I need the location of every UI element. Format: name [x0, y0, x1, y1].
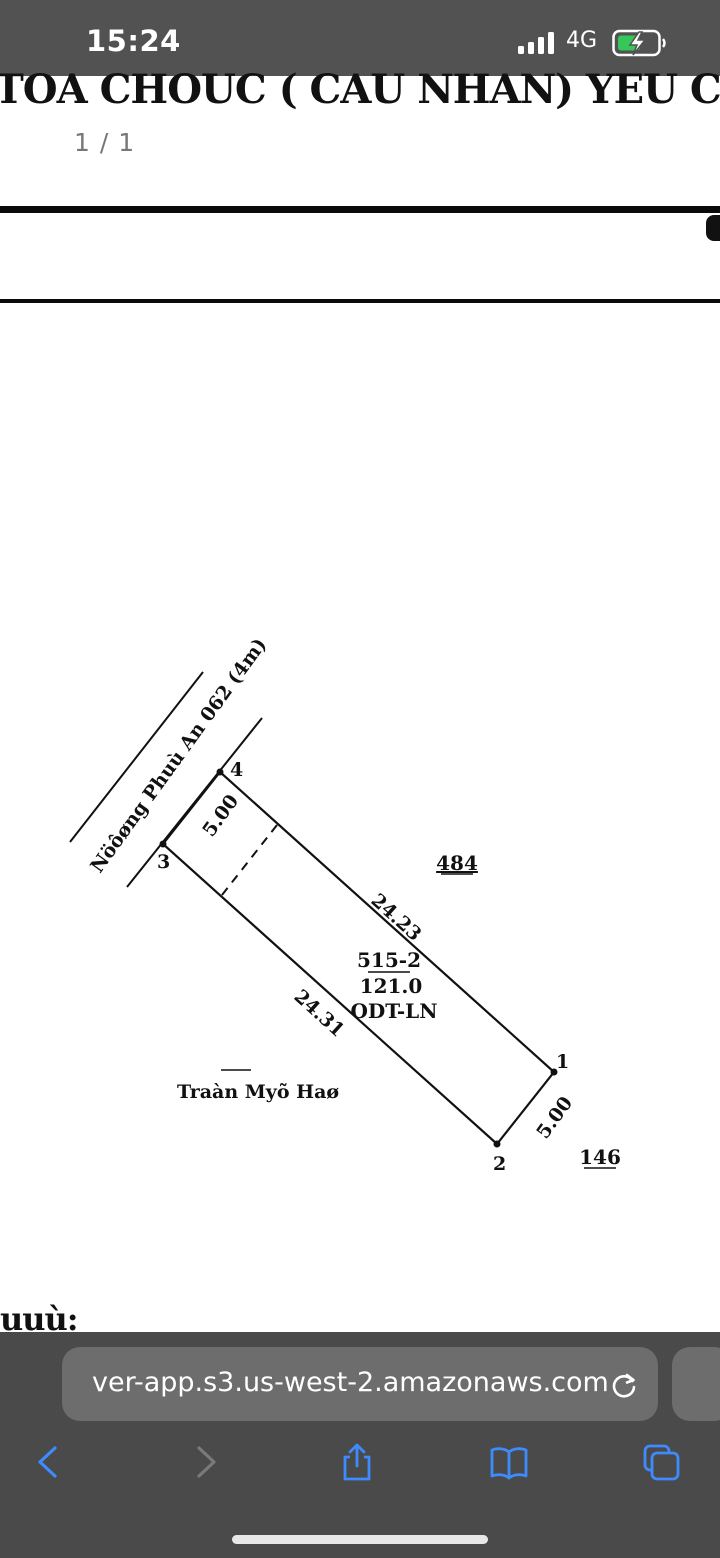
neighbor-owner: Traàn Myõ Haø: [177, 1081, 339, 1103]
next-tab-address-bar[interactable]: [672, 1347, 720, 1421]
page-indicator: 1 / 1: [74, 128, 136, 157]
vertex-label-1: 1: [556, 1051, 569, 1073]
document-heading-text: TOA CHOUC ( CAU NHAN) YEU CAAU: T: [0, 66, 720, 110]
parcel-setback-line: [221, 824, 278, 896]
vertex-point-2: [493, 1140, 501, 1148]
vertex-point-1: [550, 1068, 558, 1076]
table-rule-top: [0, 206, 720, 213]
tabs-icon[interactable]: [641, 1442, 681, 1482]
browser-bottom-bar: ver-app.s3.us-west-2.amazonaws.com: [0, 1332, 720, 1558]
bookmarks-icon[interactable]: [489, 1442, 529, 1482]
edge-length-3-4: 5.00: [198, 791, 243, 841]
vertex-point-3: [159, 840, 167, 848]
table-edge-mark: [706, 215, 720, 241]
battery-charging-icon: [612, 29, 666, 57]
signal-strength-icon: [518, 32, 554, 54]
parcel-id: 515-2: [357, 948, 421, 972]
vertex-label-4: 4: [230, 759, 243, 781]
parcel-land-use: ODT-LN: [351, 999, 438, 1023]
road-boundary-outer: [69, 671, 204, 843]
home-indicator[interactable]: [232, 1535, 488, 1544]
reload-icon[interactable]: [608, 1369, 640, 1401]
vertex-label-3: 3: [157, 851, 170, 873]
neighbor-parcel-north: 484: [436, 851, 478, 875]
share-icon[interactable]: [337, 1442, 377, 1482]
forward-icon[interactable]: [186, 1442, 226, 1482]
edge-length-1-2: 5.00: [532, 1093, 577, 1143]
parcel-plot-map: Nöôøng Phuù An 062 (4m) 1 2 3 4 24.23 24…: [69, 640, 621, 1175]
vertex-point-4: [216, 768, 224, 776]
status-time: 15:24: [86, 24, 181, 58]
edge-length-2-3: 24.31: [290, 985, 349, 1041]
road-label: Nöôøng Phuù An 062 (4m): [86, 640, 271, 877]
status-bar: 15:24 4G: [0, 0, 720, 76]
table-rule-bottom: [0, 299, 720, 303]
address-bar[interactable]: ver-app.s3.us-west-2.amazonaws.com: [62, 1347, 658, 1421]
network-type: 4G: [566, 28, 598, 53]
back-icon[interactable]: [28, 1442, 68, 1482]
edge-length-4-1: 24.23: [367, 889, 426, 945]
url-text: ver-app.s3.us-west-2.amazonaws.com: [92, 1367, 609, 1398]
document-heading: TOA CHOUC ( CAU NHAN) YEU CAAU: T: [0, 62, 720, 110]
document-footer-fragment: uuù:: [0, 1300, 79, 1338]
parcel-area: 121.0: [360, 974, 423, 998]
vertex-label-2: 2: [493, 1153, 506, 1175]
neighbor-parcel-southeast: 146: [579, 1145, 621, 1169]
